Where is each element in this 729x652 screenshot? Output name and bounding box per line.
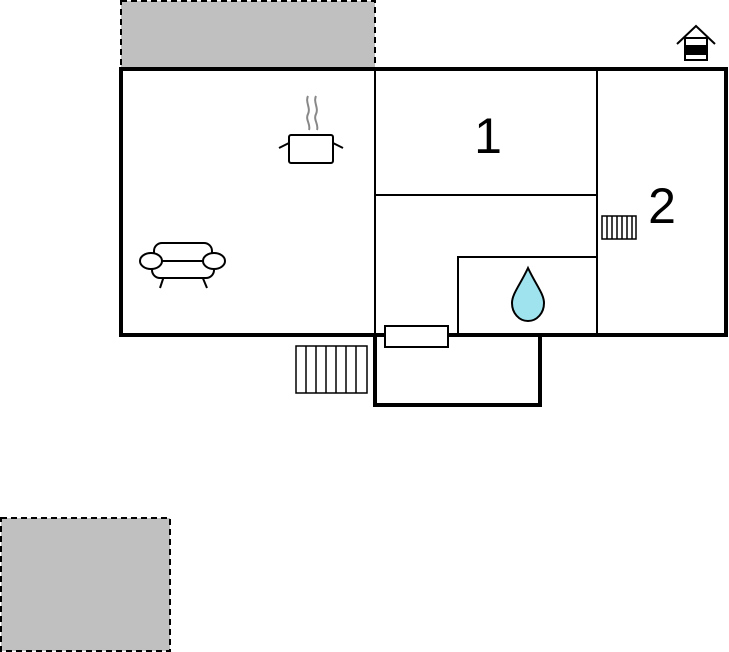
entrance-mat — [384, 325, 449, 348]
terrace-top — [120, 0, 376, 70]
water-drop-icon — [510, 265, 546, 323]
stairs-icon — [295, 345, 368, 394]
entrance-porch — [373, 335, 542, 407]
cooking-pot-icon — [278, 95, 344, 164]
house-compass-icon — [676, 24, 716, 61]
interior-walls — [374, 69, 598, 335]
terrace-bottom-left — [0, 517, 171, 652]
sofa-icon — [139, 242, 226, 289]
radiator-icon — [601, 215, 637, 240]
outer-walls — [119, 67, 728, 337]
room-label-1: 1 — [474, 108, 502, 164]
room-label-2: 2 — [648, 178, 676, 234]
